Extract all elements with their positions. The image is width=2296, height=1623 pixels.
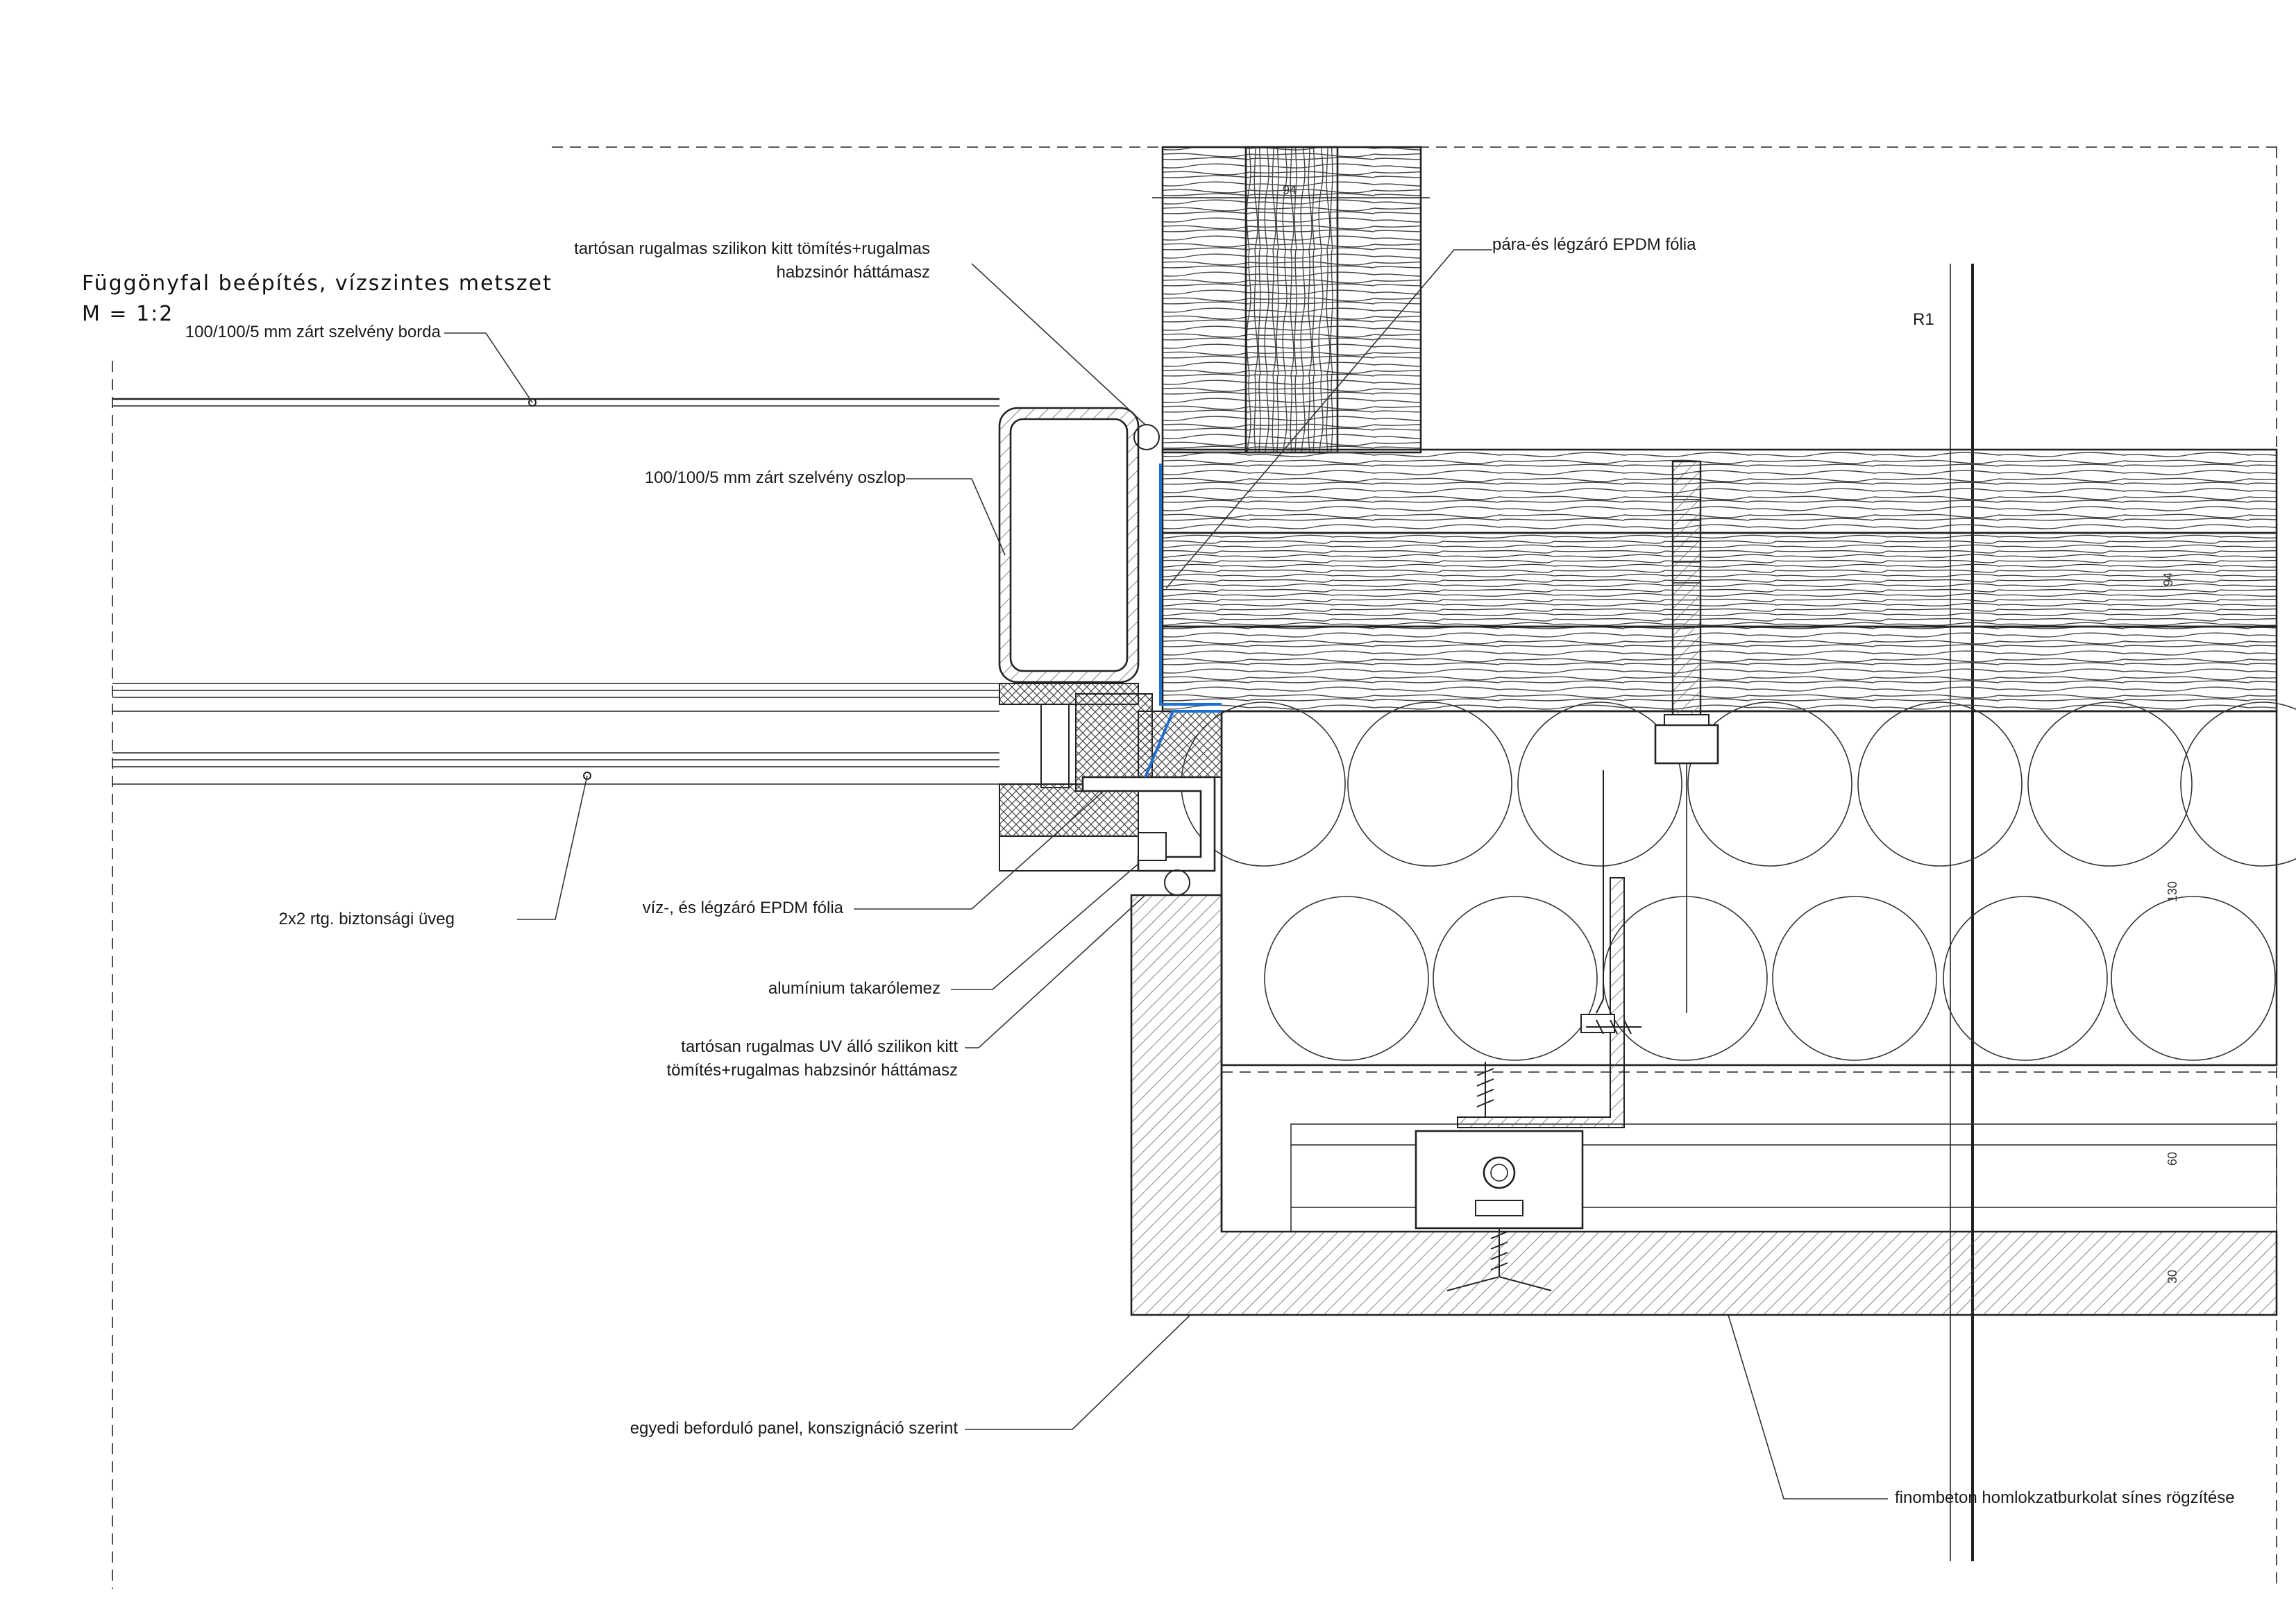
backer-rod <box>1164 869 1190 896</box>
column-rhs <box>998 407 1160 683</box>
drawing-scale: M = 1:2 <box>82 302 174 326</box>
label-rib: 100/100/5 mm zárt szelvény borda <box>185 323 441 341</box>
dim-insulation: 130 <box>2166 881 2179 902</box>
label-vapor-foil: pára-és légzáró EPDM fólia <box>1492 235 1696 254</box>
alu-cover-lip <box>1138 832 1167 861</box>
dim-wall-main: 94 <box>2161 572 2175 586</box>
insulation-layer: 130 <box>1181 702 2296 1067</box>
label-cladding: finombeton homlokzatburkolat sínes rögzí… <box>1895 1488 2235 1507</box>
label-alu-cover: alumínium takarólemez <box>768 979 940 998</box>
vapor-foil-line <box>1159 464 1222 706</box>
timber-wall: 94 <box>1161 448 2278 713</box>
timber-column: 94 <box>1152 146 1430 454</box>
panel-l <box>1130 894 2278 1316</box>
label-silicone-seal-1: tartósan rugalmas szilikon kitt tömítés+… <box>574 239 930 258</box>
air-gap: 60 <box>1222 1071 2277 1232</box>
mullion-profile <box>999 683 1153 872</box>
dim-cladding: 30 <box>2166 1270 2179 1284</box>
water-foil-line <box>1144 710 1222 778</box>
grid-label: R1 <box>1913 310 1934 329</box>
drawing-title: Függönyfal beépítés, vízszintes metszet <box>82 271 552 296</box>
label-glass: 2x2 rtg. biztonsági üveg <box>279 910 455 928</box>
curtain-wall-rib <box>112 398 999 407</box>
label-panel: egyedi beforduló panel, konszignáció sze… <box>630 1419 959 1438</box>
label-silicone-seal-2: habzsinór háttámasz <box>777 263 930 282</box>
dim-air-gap: 60 <box>2166 1152 2179 1166</box>
dim-wall-top: 94 <box>1283 183 1297 197</box>
label-water-foil: víz-, és légzáró EPDM fólia <box>643 899 844 917</box>
glass-unit <box>112 683 999 785</box>
rail-bracket <box>1415 770 1625 1230</box>
label-uv-silicone-2: tömítés+rugalmas habzsinór háttámasz <box>666 1061 958 1080</box>
label-uv-silicone-1: tartósan rugalmas UV álló szilikon kitt <box>681 1037 958 1056</box>
leader-lines <box>444 249 1888 1499</box>
label-column: 100/100/5 mm zárt szelvény oszlop <box>645 468 906 487</box>
anchor-bolt <box>1654 460 1719 1013</box>
